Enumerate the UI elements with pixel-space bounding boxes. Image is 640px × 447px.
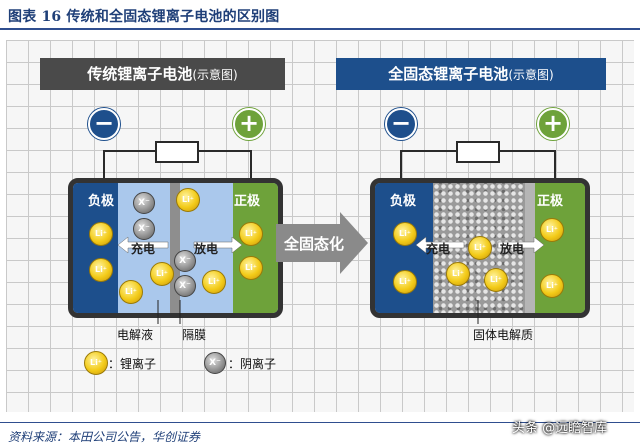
- solid-electrolyte-label: 固体电解质: [473, 328, 534, 342]
- li-ion-icon: Li⁺: [393, 222, 417, 246]
- li-ion-icon: Li⁺: [202, 270, 226, 294]
- li-ion-icon: Li⁺: [484, 268, 508, 292]
- figure-title: 图表 16 传统和全固态锂离子电池的区别图: [8, 9, 280, 25]
- anion-icon: X⁻: [174, 250, 196, 272]
- li-ion-icon: Li⁺: [89, 258, 113, 282]
- li-ion-icon: Li⁺: [119, 280, 143, 304]
- li-ion-icon: Li⁺: [540, 218, 564, 242]
- left-negative-electrode: [73, 183, 118, 313]
- li-ion-icon: Li⁺: [89, 222, 113, 246]
- right-charge-label: 充电: [426, 242, 451, 256]
- li-ion-icon: Li⁺: [176, 188, 200, 212]
- left-callout-lines: [157, 300, 181, 324]
- transition-arrow-icon: [276, 212, 368, 274]
- anion-icon: X⁻: [174, 275, 196, 297]
- watermark: 头条 @远瞻智库: [512, 421, 608, 436]
- left-battery: [68, 178, 283, 318]
- left-panel-title-text: 传统锂离子电池: [87, 65, 193, 83]
- left-positive-terminal-icon: +: [233, 108, 265, 140]
- legend-li-ion-icon: Li⁺: [84, 351, 108, 375]
- li-ion-icon: Li⁺: [446, 262, 470, 286]
- right-panel-title: 全固态锂离子电池(示意图): [336, 58, 606, 90]
- left-negative-terminal-icon: −: [88, 108, 120, 140]
- anion-icon: X⁻: [133, 192, 155, 214]
- left-negative-label: 负极: [88, 194, 115, 209]
- left-positive-label: 正极: [234, 194, 261, 209]
- left-positive-electrode: [233, 183, 278, 313]
- li-ion-icon: Li⁺: [468, 236, 492, 260]
- right-flow-arrows: [416, 236, 544, 254]
- left-resistor-icon: [155, 141, 199, 163]
- anion-icon: X⁻: [133, 218, 155, 240]
- li-ion-icon: Li⁺: [239, 256, 263, 280]
- charge-arrow-icon: [118, 236, 169, 254]
- legend-anion-icon: X⁻: [204, 352, 226, 374]
- li-ion-icon: Li⁺: [540, 274, 564, 298]
- left-flow-arrows: [118, 236, 242, 254]
- right-discharge-label: 放电: [500, 242, 525, 256]
- title-divider: [0, 28, 640, 30]
- left-panel-title: 传统锂离子电池(示意图): [40, 58, 285, 90]
- separator-label: 隔膜: [182, 328, 207, 342]
- left-separator: [170, 183, 180, 313]
- right-positive-label: 正极: [537, 194, 564, 209]
- transition-label: 全固态化: [284, 235, 345, 253]
- right-resistor-icon: [456, 141, 500, 163]
- charge-arrow-icon: [416, 236, 465, 254]
- discharge-arrow-icon: [497, 236, 544, 254]
- left-panel-title-note: (示意图): [192, 68, 238, 82]
- right-negative-label: 负极: [390, 194, 417, 209]
- legend-li-ion-label: ：锂离子: [108, 357, 157, 371]
- li-ion-icon: Li⁺: [393, 270, 417, 294]
- right-callout-line: [477, 300, 479, 324]
- source-note: 资料来源：本田公司公告，华创证券: [8, 430, 201, 444]
- li-ion-icon: Li⁺: [150, 262, 174, 286]
- left-charge-label: 充电: [131, 242, 156, 256]
- left-discharge-label: 放电: [194, 242, 219, 256]
- source-divider: [0, 422, 640, 423]
- right-panel-title-text: 全固态锂离子电池: [388, 65, 509, 83]
- li-ion-icon: Li⁺: [239, 222, 263, 246]
- discharge-arrow-icon: [193, 236, 242, 254]
- right-panel-title-note: (示意图): [508, 68, 554, 82]
- legend-anion-label: ：阴离子: [228, 357, 277, 371]
- right-negative-terminal-icon: −: [385, 108, 417, 140]
- electrolyte-label: 电解液: [117, 328, 154, 342]
- right-positive-terminal-icon: +: [537, 108, 569, 140]
